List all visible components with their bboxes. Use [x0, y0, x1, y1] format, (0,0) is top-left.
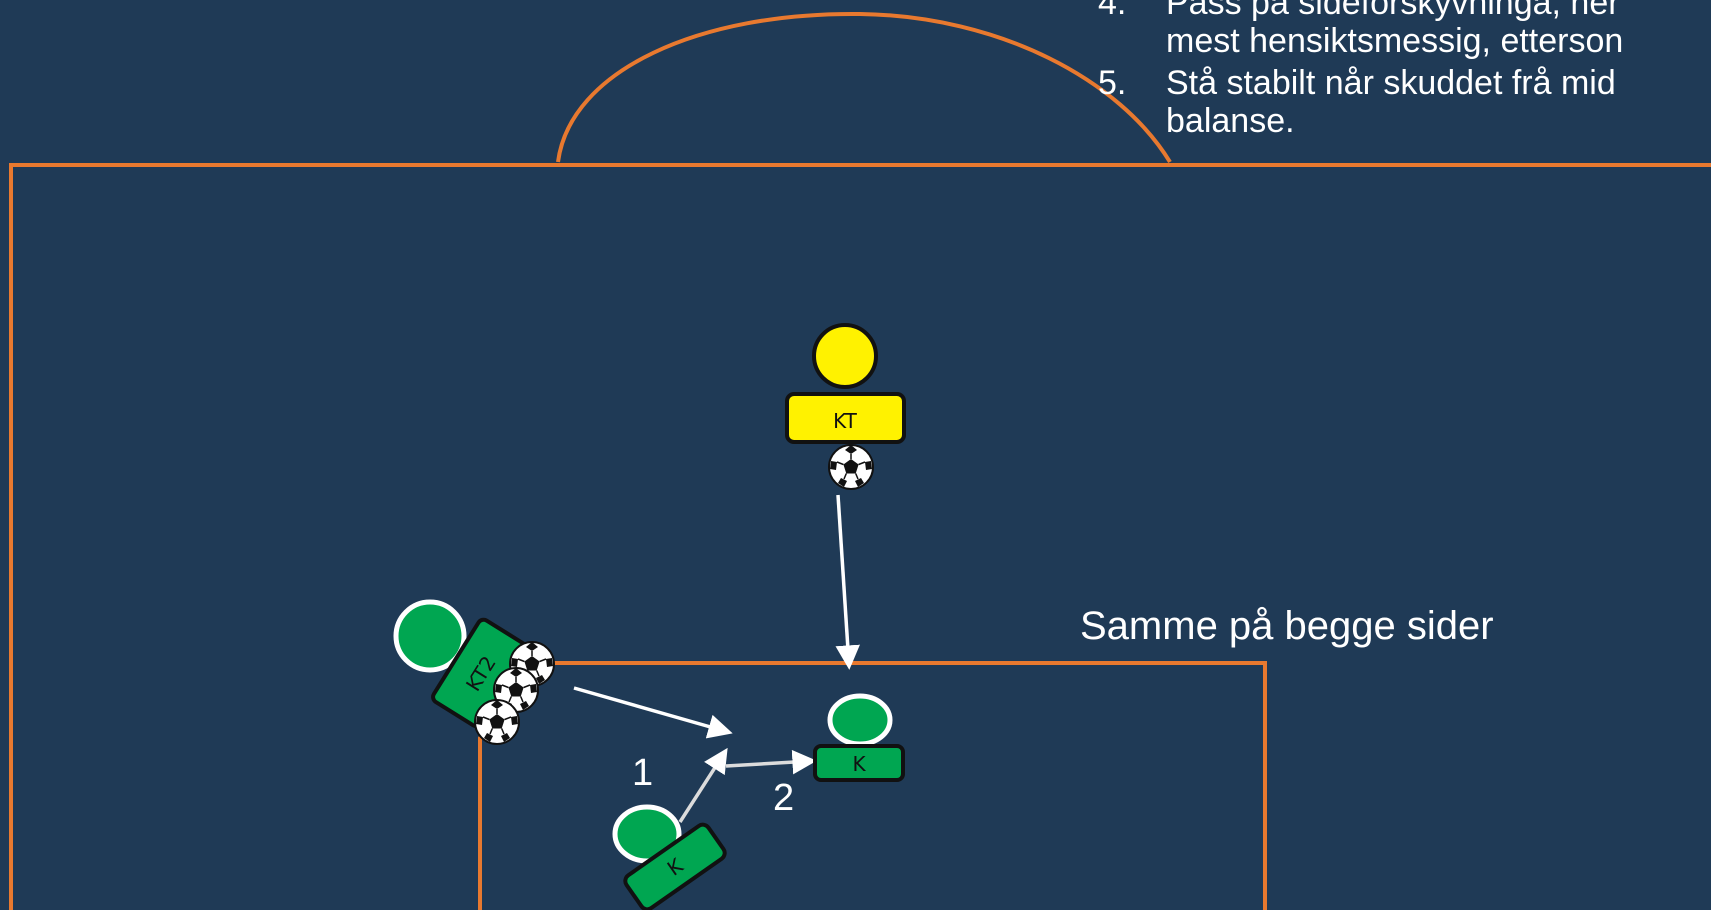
soccer-ball-icon	[828, 444, 874, 490]
pass-arrow-from-top	[835, 494, 860, 670]
keeper-move-arrow-1	[678, 747, 728, 823]
instruction-line: balanse.	[1166, 102, 1295, 140]
instruction-line: mest hensiktsmessig, etterson	[1166, 22, 1624, 60]
player-body-icon	[623, 822, 727, 910]
keeper-start-player: K	[612, 804, 727, 910]
instruction-number: 4.	[1098, 0, 1127, 22]
instruction-item-5: 5. Stå stabilt når skuddet frå mid balan…	[1098, 64, 1711, 144]
pass-arrow-from-left	[573, 686, 733, 739]
penalty-area-line	[9, 163, 1711, 910]
side-note: Samme på begge sider	[1080, 604, 1494, 648]
player-body-icon	[785, 392, 906, 444]
step-label-1: 1	[632, 752, 654, 794]
coach-top-player: KT	[785, 323, 906, 490]
soccer-ball-icon	[474, 699, 520, 745]
keeper-move-arrow-2	[725, 749, 817, 775]
step-label-2: 2	[773, 777, 795, 819]
player-head-icon	[393, 599, 467, 673]
coach-left-player: KT2	[393, 599, 555, 745]
keeper-goal-player: K	[813, 693, 905, 782]
instructions-list: 4. Pass på sideforskyvninga, her mest he…	[1098, 0, 1711, 164]
player-body-icon	[813, 744, 905, 782]
player-head-icon	[812, 323, 878, 389]
instruction-item-4: 4. Pass på sideforskyvninga, her mest he…	[1098, 0, 1711, 64]
player-head-icon	[827, 693, 893, 747]
movement-arrows	[573, 494, 860, 823]
instruction-line: Stå stabilt når skuddet frå mid	[1166, 64, 1616, 102]
instruction-line: Pass på sideforskyvninga, her	[1166, 0, 1620, 22]
penalty-arc	[556, 11, 1172, 164]
keeper-goal-tag: K	[852, 752, 866, 776]
coach-top-tag: KT	[833, 409, 858, 433]
instruction-number: 5.	[1098, 64, 1127, 102]
